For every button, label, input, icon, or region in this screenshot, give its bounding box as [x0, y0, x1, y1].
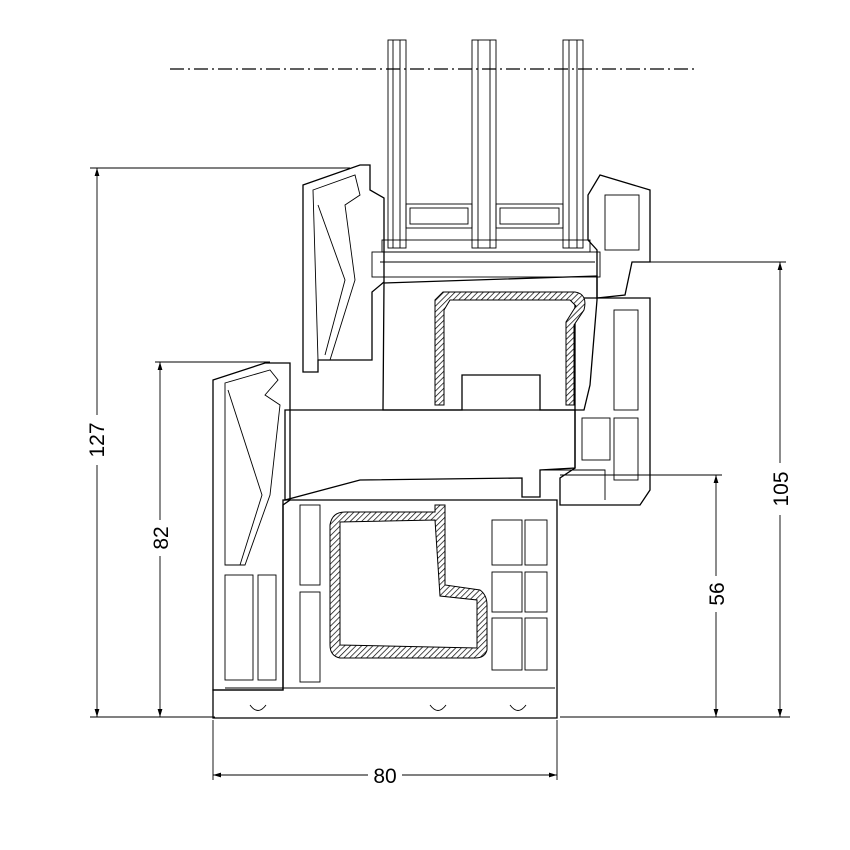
dimension-82: 82: [150, 361, 270, 717]
frame-profile: [212, 362, 558, 719]
sash-steel-reinforcement: [434, 291, 586, 406]
dimension-80: 80: [212, 720, 558, 788]
dimension-label-56: 56: [706, 582, 729, 605]
dimension-label-127: 127: [86, 422, 109, 457]
dimension-56: 56: [560, 474, 790, 718]
dimension-127: 127: [86, 167, 350, 718]
dimension-label-82: 82: [150, 526, 173, 549]
dimension-label-105: 105: [770, 471, 793, 506]
dimension-label-80: 80: [373, 765, 396, 788]
sash-profile: [284, 164, 651, 506]
glazing-unit: [371, 39, 601, 278]
frame-steel-reinforcement: [329, 504, 488, 659]
dimension-105: 105: [650, 261, 793, 717]
